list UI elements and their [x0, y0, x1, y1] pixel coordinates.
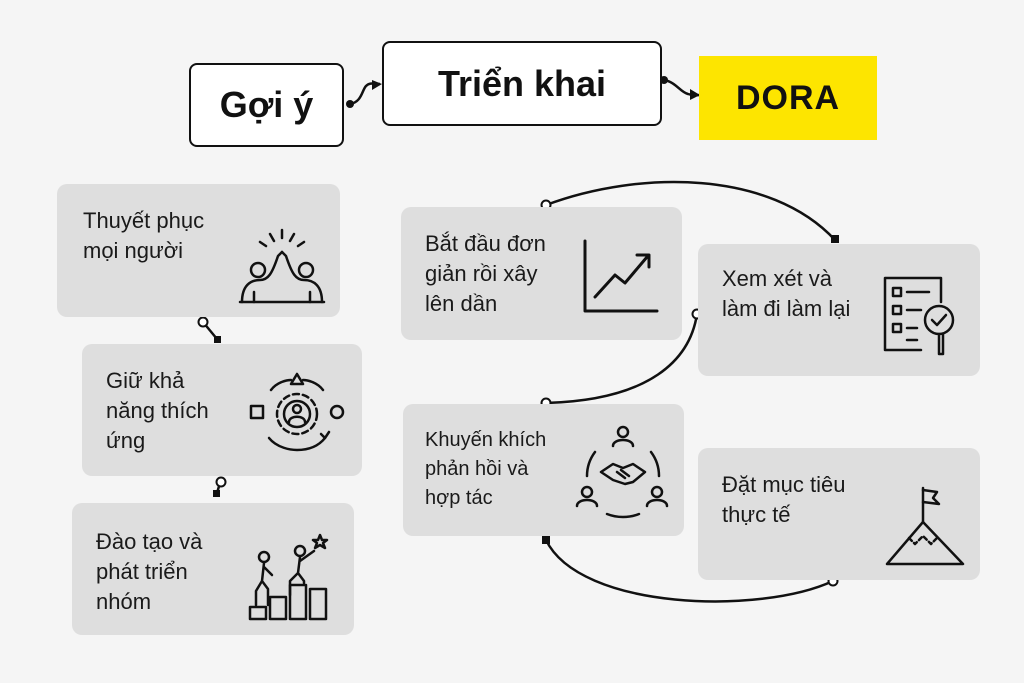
handshake-collaboration-icon [575, 425, 669, 519]
mountain-flag-icon [885, 486, 965, 566]
card-feedback-collab-label: Khuyến khích phản hồi và hợp tác [425, 429, 547, 509]
header-suggest-box: Gợi ý [189, 63, 344, 147]
header-dora-box: DORA [699, 56, 877, 140]
header-dora-label: DORA [735, 78, 841, 117]
header-suggest-label: Gợi ý [219, 84, 314, 125]
connector-right-3 [544, 539, 834, 603]
card-start-simple-label: Bắt đầu đơn giản rồi xây lên dần [425, 231, 546, 316]
checklist-review-icon [883, 276, 955, 356]
card-persuade-label: Thuyết phục mọi người [83, 208, 205, 263]
card-adaptability-label: Giữ khả năng thích ứng [106, 368, 209, 453]
card-review-iterate: Xem xét và làm đi làm lại [698, 244, 980, 376]
card-realistic-goals: Đặt mục tiêu thực tế [698, 448, 980, 580]
adaptive-gear-icon [249, 372, 345, 452]
header-deploy-box: Triển khai [382, 41, 662, 126]
header-deploy-label: Triển khai [437, 62, 607, 104]
card-feedback-collab: Khuyến khích phản hồi và hợp tác [403, 404, 684, 536]
connector-right-1 [545, 180, 836, 241]
connector-right-2 [545, 313, 699, 405]
card-adaptability: Giữ khả năng thích ứng [82, 344, 362, 476]
card-team-training-label: Đào tạo và phát triển nhóm [96, 529, 203, 614]
growth-chart-icon [583, 239, 659, 313]
card-realistic-goals-label: Đặt mục tiêu thực tế [722, 472, 846, 527]
card-review-iterate-label: Xem xét và làm đi làm lại [722, 266, 851, 321]
card-team-training: Đào tạo và phát triển nhóm [72, 503, 354, 635]
high-five-icon [238, 228, 326, 304]
card-start-simple: Bắt đầu đơn giản rồi xây lên dần [401, 207, 682, 340]
card-persuade: Thuyết phục mọi người [57, 184, 340, 317]
team-growth-steps-icon [248, 533, 329, 621]
